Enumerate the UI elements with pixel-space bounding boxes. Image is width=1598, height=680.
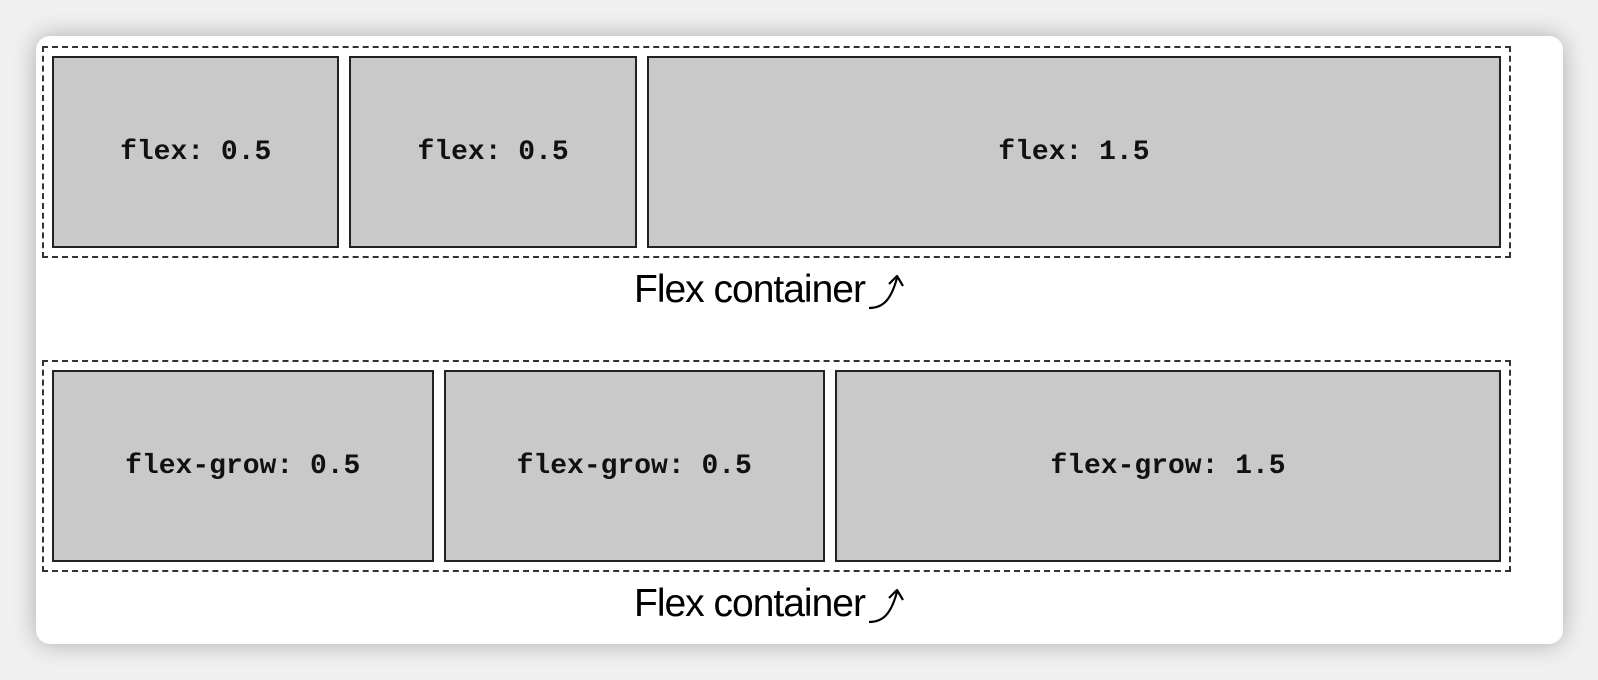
curved-arrow-up-icon [868, 588, 904, 624]
flex-item-1: flex: 0.5 [52, 56, 340, 248]
flex-container-flex: flex: 0.5 flex: 0.5 flex: 1.5 [42, 46, 1511, 258]
flex-container-flex-grow: flex-grow: 0.5 flex-grow: 0.5 flex-grow:… [42, 360, 1511, 572]
flex-grow-item-2: flex-grow: 0.5 [443, 370, 825, 562]
flex-item-3: flex: 1.5 [646, 56, 1502, 248]
caption-text: Flex container [634, 268, 866, 311]
flex-item-2: flex: 0.5 [349, 56, 637, 248]
diagram-canvas: flex: 0.5 flex: 0.5 flex: 1.5 Flex conta… [36, 36, 1563, 644]
curved-arrow-up-icon [868, 274, 904, 310]
caption-text: Flex container [634, 582, 866, 625]
flex-grow-item-1: flex-grow: 0.5 [52, 370, 434, 562]
flex-grow-item-3: flex-grow: 1.5 [835, 370, 1501, 562]
flex-grow-container-caption: Flex container [634, 582, 909, 626]
flex-container-caption: Flex container [634, 268, 909, 312]
